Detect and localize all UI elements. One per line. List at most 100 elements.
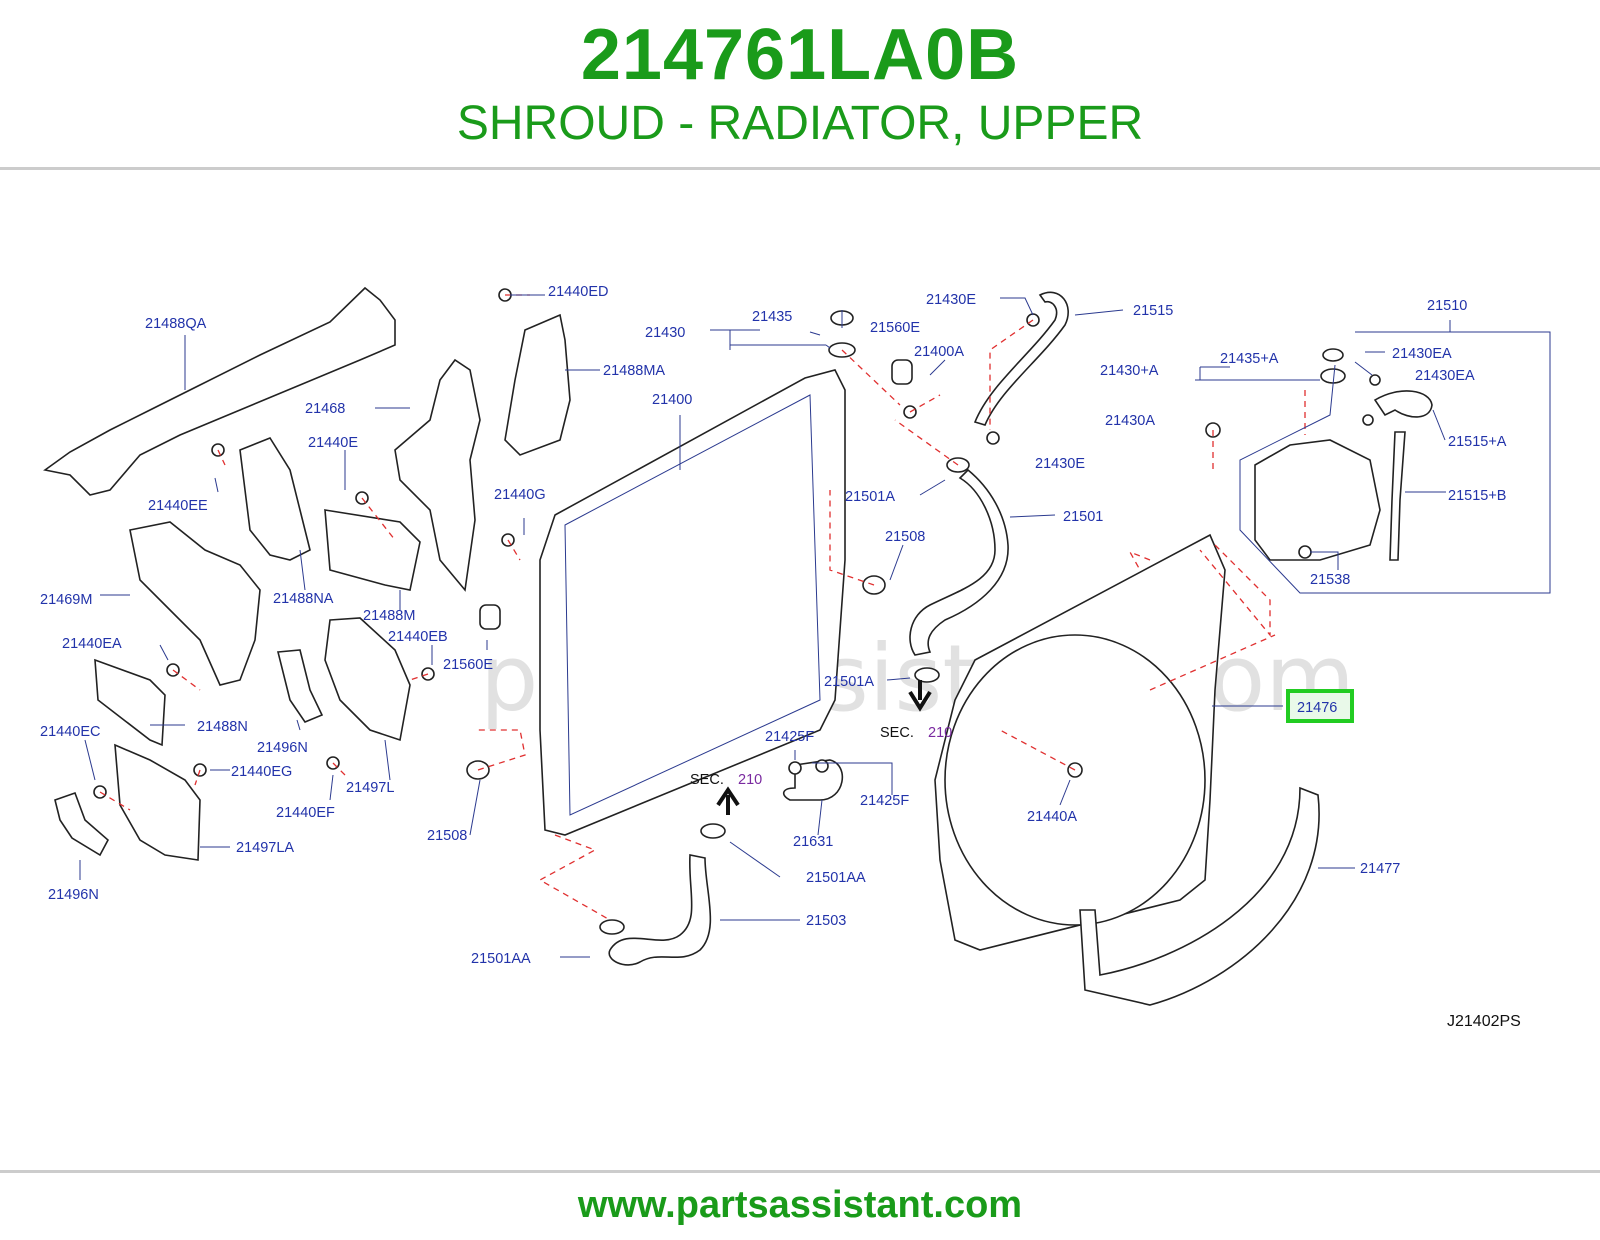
callout-21501aa-upper[interactable]: 21501AA: [806, 870, 866, 886]
callout-21430a-plus[interactable]: 21430+A: [1100, 363, 1159, 379]
sec-210-upper: SEC. 210: [880, 680, 952, 741]
arrow-up-icon: [716, 786, 740, 815]
sec-210-lower: SEC. 210: [690, 772, 762, 815]
mount-21560e-upper-part: [891, 359, 913, 385]
callout-21503[interactable]: 21503: [806, 913, 846, 929]
radiator-part: [539, 369, 846, 836]
group-bracket-21510: [1239, 320, 1551, 594]
cap-21538-part: [1298, 545, 1312, 559]
page-header: 214761LA0B SHROUD - RADIATOR, UPPER: [0, 0, 1600, 170]
callout-21488m[interactable]: 21488M: [363, 608, 415, 624]
callout-21508-lower[interactable]: 21508: [427, 828, 467, 844]
left-seal-part: [394, 358, 481, 592]
callout-21488n[interactable]: 21488N: [197, 719, 248, 735]
callout-21468[interactable]: 21468: [305, 401, 345, 417]
callout-21488na[interactable]: 21488NA: [273, 591, 334, 607]
upper-hose-part: [909, 468, 1009, 656]
header-divider: [0, 167, 1600, 170]
reservoir-tank-part: [1254, 439, 1381, 561]
footer-divider: [0, 1170, 1600, 1173]
callout-21440g[interactable]: 21440G: [494, 487, 546, 503]
upper-bracket-part: [43, 286, 396, 496]
bracket-21488ma-part: [504, 313, 571, 456]
parts-diagram: partsassistant.com: [40, 284, 1551, 1030]
callout-21497la[interactable]: 21497LA: [236, 840, 294, 856]
clamp-21501aa-lower-part: [599, 919, 625, 935]
callout-21488ma[interactable]: 21488MA: [603, 363, 665, 379]
arrow-down-icon: [908, 680, 932, 712]
callout-21477[interactable]: 21477: [1360, 861, 1400, 877]
callout-21425f-upper[interactable]: 21425F: [765, 729, 814, 745]
lower-hose-part: [608, 854, 712, 966]
hose-21515a-part: [1373, 390, 1433, 418]
callout-21430a[interactable]: 21430A: [1105, 413, 1155, 429]
lower-shroud-part: [1079, 786, 1320, 1006]
callout-21435[interactable]: 21435: [752, 309, 792, 325]
clip-21430e-lower-part: [986, 431, 1000, 445]
air-guide-21497l-part: [324, 617, 411, 742]
seal-21435a-part: [1322, 348, 1344, 362]
bracket-21488m-part: [324, 509, 421, 591]
shroud-fan-opening: [944, 634, 1206, 926]
callout-labels: 21488QA 21440ED 21488MA 21430 21435 2156…: [40, 284, 1507, 967]
clamp-21425f-left-part: [788, 761, 802, 775]
callout-21501a-upper[interactable]: 21501A: [845, 489, 895, 505]
callout-21430e-lower[interactable]: 21430E: [1035, 456, 1085, 472]
callout-21430[interactable]: 21430: [645, 325, 685, 341]
callout-21430e-upper[interactable]: 21430E: [926, 292, 976, 308]
callout-21440ef[interactable]: 21440EF: [276, 805, 335, 821]
clip-21430ea-lower-part: [1362, 414, 1374, 426]
callout-21430ea-lower[interactable]: 21430EA: [1415, 368, 1475, 384]
callout-21538[interactable]: 21538: [1310, 572, 1350, 588]
sec-label: SEC.: [880, 725, 914, 741]
leader-lines: [79, 294, 1446, 958]
callout-21476[interactable]: 21476: [1297, 700, 1337, 716]
highlight-box: [1286, 689, 1354, 723]
callout-21400[interactable]: 21400: [652, 392, 692, 408]
bracket-21488n-part: [94, 658, 166, 747]
sec-label: SEC.: [690, 772, 724, 788]
callout-21400a[interactable]: 21400A: [914, 344, 964, 360]
callout-21496n-lower[interactable]: 21496N: [48, 887, 99, 903]
seal-21496n-lower-part: [54, 791, 110, 857]
callout-21440ee[interactable]: 21440EE: [148, 498, 208, 514]
group-bracket-21430a: [1195, 366, 1320, 381]
clamp-21425f-right-part: [815, 759, 829, 773]
part-number: 214761LA0B: [580, 15, 1020, 95]
hose-21515b-part: [1389, 431, 1406, 561]
callout-21440ec[interactable]: 21440EC: [40, 724, 100, 740]
callout-21496n-upper[interactable]: 21496N: [257, 740, 308, 756]
callout-21430ea-upper[interactable]: 21430EA: [1392, 346, 1452, 362]
bracket-21488na-part: [239, 437, 311, 561]
callout-21501a-lower[interactable]: 21501A: [824, 674, 874, 690]
callout-21488qa[interactable]: 21488QA: [145, 316, 207, 332]
callout-21440ea[interactable]: 21440EA: [62, 636, 122, 652]
callout-21560e[interactable]: 21560E: [870, 320, 920, 336]
callout-21440eg[interactable]: 21440EG: [231, 764, 292, 780]
callout-21515a[interactable]: 21515+A: [1448, 434, 1507, 450]
group-bracket-21430: [710, 329, 831, 350]
callout-21469m[interactable]: 21469M: [40, 592, 92, 608]
website-link[interactable]: www.partsassistant.com: [577, 1184, 1023, 1226]
air-guide-21497la-part: [114, 743, 201, 861]
callout-21510[interactable]: 21510: [1427, 298, 1467, 314]
clip-21430ea-upper-part: [1369, 374, 1381, 386]
clamp-21501aa-upper-part: [700, 823, 726, 839]
sec-number: 210: [928, 725, 952, 741]
callout-21440eb[interactable]: 21440EB: [388, 629, 448, 645]
callout-21501[interactable]: 21501: [1063, 509, 1103, 525]
seal-21496n-upper-part: [276, 649, 324, 723]
callout-21501aa-lower[interactable]: 21501AA: [471, 951, 531, 967]
callout-21440ed[interactable]: 21440ED: [548, 284, 608, 300]
callout-21508-upper[interactable]: 21508: [885, 529, 925, 545]
callout-21560e-lower[interactable]: 21560E: [443, 657, 493, 673]
callout-21440e[interactable]: 21440E: [308, 435, 358, 451]
callout-21435a[interactable]: 21435+A: [1220, 351, 1279, 367]
callout-21631[interactable]: 21631: [793, 834, 833, 850]
callout-21515b[interactable]: 21515+B: [1448, 488, 1506, 504]
callout-21515[interactable]: 21515: [1133, 303, 1173, 319]
callout-21425f-lower[interactable]: 21425F: [860, 793, 909, 809]
callout-21440a[interactable]: 21440A: [1027, 809, 1077, 825]
callout-21497l[interactable]: 21497L: [346, 780, 394, 796]
group-bracket-21425f: [794, 750, 893, 795]
